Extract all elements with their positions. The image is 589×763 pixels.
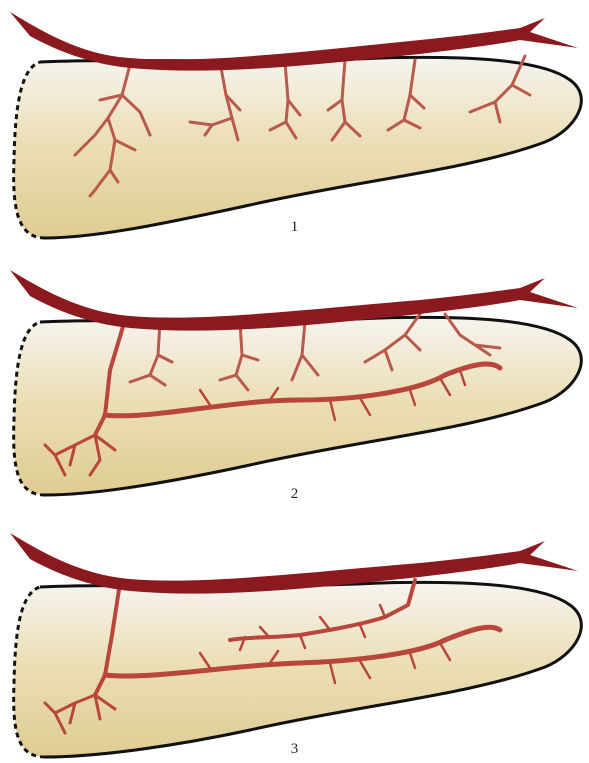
- panel-1: 1: [0, 0, 589, 250]
- panel-label: 3: [0, 741, 589, 758]
- organ-outline-3: [14, 582, 582, 757]
- diagram-2: [0, 250, 589, 505]
- organ-outline-2: [14, 317, 582, 495]
- panel-label: 2: [0, 486, 589, 503]
- diagram-1: [0, 0, 589, 250]
- panel-2: 2: [0, 250, 589, 505]
- organ-outline-1: [14, 57, 582, 238]
- diagram-3: [0, 505, 589, 763]
- panel-label: 1: [0, 219, 589, 236]
- panel-3: 3: [0, 505, 589, 763]
